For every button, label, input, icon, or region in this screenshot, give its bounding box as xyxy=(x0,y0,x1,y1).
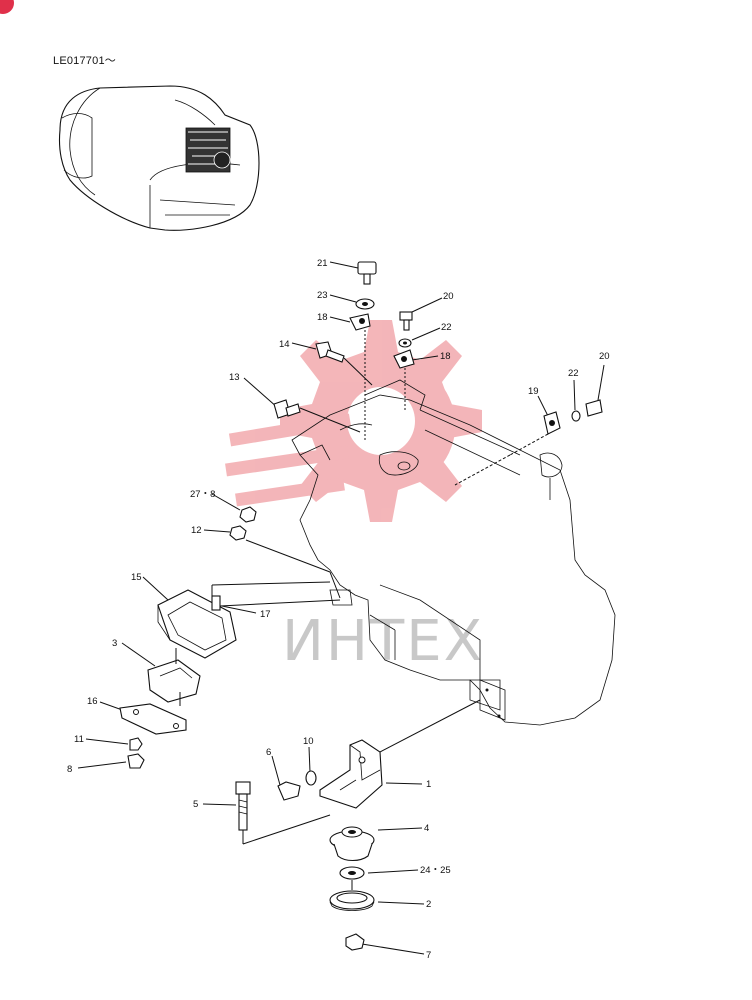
callout-8: 8 xyxy=(67,764,72,775)
serial-code: LE017701～ xyxy=(53,55,116,67)
callout-6: 6 xyxy=(266,747,271,758)
callout-16: 16 xyxy=(87,696,98,707)
corner-badge xyxy=(0,0,14,14)
engine-outline xyxy=(291,379,616,726)
callout-15: 15 xyxy=(131,572,142,583)
callout-18b: 18 xyxy=(440,351,451,362)
callout-14: 14 xyxy=(279,339,290,350)
callout-1: 1 xyxy=(426,779,431,790)
callout-5: 5 xyxy=(193,799,198,810)
callout-17: 17 xyxy=(260,609,271,620)
callout-13: 13 xyxy=(229,372,240,383)
callout-27-8: 27・8 xyxy=(190,489,215,500)
callout-11: 11 xyxy=(74,734,84,745)
callout-21: 21 xyxy=(317,258,328,269)
callout-22a: 22 xyxy=(441,322,452,333)
callout-7: 7 xyxy=(426,950,431,961)
callout-19: 19 xyxy=(528,386,539,397)
callout-4: 4 xyxy=(424,823,429,834)
callout-18a: 18 xyxy=(317,312,328,323)
callout-3: 3 xyxy=(112,638,117,649)
callout-10: 10 xyxy=(303,736,314,747)
machine-overview xyxy=(58,85,260,231)
callout-23: 23 xyxy=(317,290,328,301)
callout-12: 12 xyxy=(191,525,202,536)
callout-labels: 21 23 18 20 22 14 18 13 19 22 20 27・8 12… xyxy=(67,258,610,961)
callout-20a: 20 xyxy=(443,291,454,302)
watermark-gear-icon xyxy=(225,320,482,522)
callout-24-25: 24・25 xyxy=(420,865,451,876)
watermark-text: ИНТЕХ xyxy=(282,609,484,674)
callout-leaders xyxy=(77,261,605,955)
callout-20b: 20 xyxy=(599,351,610,362)
callout-22b: 22 xyxy=(568,368,579,379)
callout-2: 2 xyxy=(426,899,431,910)
